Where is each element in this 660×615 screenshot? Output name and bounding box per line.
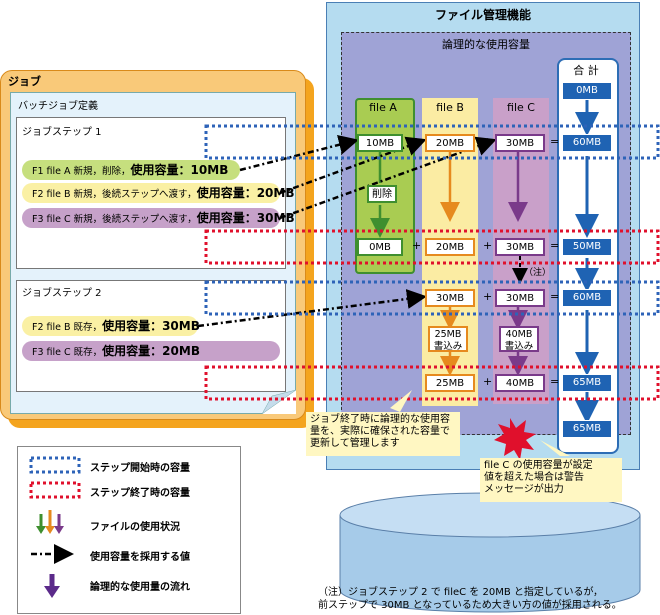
legend-label: 使用容量を採用する値 [90, 552, 190, 563]
adopt-arrow-file-a [239, 135, 359, 172]
legend-usage-arrows-icon [36, 510, 64, 534]
plus-sign: + [483, 239, 493, 252]
job-step-2-label: ジョブステップ 2 [22, 288, 102, 299]
legend-step-end-icon [29, 481, 81, 499]
entry-usage: 使用容量：20MB [196, 186, 295, 200]
file-b-title: file B [436, 101, 464, 114]
file-c-value: 30MB [495, 134, 545, 152]
entry-usage: 使用容量：30MB [196, 211, 295, 225]
file-a-delete: 削除 [367, 185, 397, 203]
total-value: 50MB [562, 238, 612, 256]
equals-sign: = [550, 239, 560, 252]
legend-label: ステップ開始時の容量 [90, 463, 190, 474]
total-value: 0MB [562, 82, 612, 100]
legend-step-start-icon [29, 456, 81, 474]
step1-file-b-entry: F2 file B 新規，後続ステップへ渡す，使用容量：20MB [22, 183, 294, 203]
file-b-write: 25MB 書込み [428, 326, 468, 352]
entry-usage: 使用容量：30MB [102, 319, 200, 333]
plus-sign: + [412, 135, 422, 148]
plus-sign: + [483, 375, 493, 388]
step2-file-c-entry: F3 file C 既存，使用容量：20MB [22, 341, 280, 361]
legend-label: ファイルの使用状況 [90, 522, 180, 533]
total-value: 65MB [562, 374, 612, 392]
footnote: （注）ジョブステップ 2 で fileC を 20MB と指定しているが， 前ス… [318, 587, 622, 611]
note-marker: （注） [524, 268, 552, 278]
step2-file-b-entry: F2 file B 既存，使用容量：30MB [22, 316, 200, 336]
equals-sign: = [550, 290, 560, 303]
total-title: 合 計 [573, 64, 599, 77]
equals-sign: = [550, 135, 560, 148]
adopt-arrow-step2-file-b [197, 289, 427, 328]
total-value: 60MB [562, 134, 612, 152]
job-step-2 [16, 280, 286, 392]
file-b-value: 25MB [425, 374, 475, 392]
plus-sign: + [412, 239, 422, 252]
file-a-value: 10MB [357, 134, 403, 152]
legend-label: ステップ終了時の容量 [90, 488, 190, 499]
entry-usage: 使用容量：20MB [102, 344, 200, 358]
batch-job-title: バッチジョブ定義 [18, 101, 98, 112]
legend-icons [29, 456, 81, 598]
job-end-callout: ジョブ終了時に論理的な使用容 量を、実際に確保された容量で 更新して管理します [306, 412, 460, 456]
entry-usage: 使用容量：10MB [130, 163, 229, 177]
legend-logical-flow-icon [44, 574, 60, 598]
entry-text: F2 file B 新規，後続ステップへ渡す， [32, 189, 197, 200]
file-a-title: file A [369, 101, 397, 114]
file-c-value: 30MB [495, 238, 545, 256]
step2-start-box [204, 280, 660, 316]
job-title: ジョブ [8, 75, 41, 88]
page-curl-icon [262, 390, 296, 414]
entry-text: F3 file C 新規，後続ステップへ渡す， [32, 214, 197, 225]
plus-sign: + [483, 135, 493, 148]
file-c-title: file C [507, 101, 535, 114]
total-value: 60MB [562, 289, 612, 307]
callout-pointer [540, 440, 570, 456]
callout-pointer [390, 390, 412, 412]
entry-text: F1 file A 新規，削除， [32, 166, 131, 177]
legend-label: 論理的な使用量の流れ [90, 582, 190, 593]
entry-text: F2 file B 既存， [32, 322, 103, 333]
file-management-title: ファイル管理機能 [434, 8, 531, 22]
file-b-value: 20MB [425, 134, 475, 152]
step1-file-a-entry: F1 file A 新規，削除，使用容量：10MB [22, 160, 240, 180]
file-a-value: 0MB [357, 238, 403, 256]
plus-sign: + [483, 290, 493, 303]
entry-text: F3 file C 既存， [32, 347, 103, 358]
equals-sign: = [550, 375, 560, 388]
file-c-value: 30MB [495, 289, 545, 307]
step1-file-c-entry: F3 file C 新規，後続ステップへ渡す，使用容量：30MB [22, 208, 295, 228]
total-value: 65MB [562, 420, 612, 438]
step1-start-box [204, 124, 660, 160]
logical-usage-title: 論理的な使用容量 [442, 38, 530, 51]
file-c-write: 40MB 書込み [499, 326, 539, 352]
step1-end-box [204, 229, 660, 265]
warning-burst-icon [494, 418, 536, 460]
step2-end-box [204, 365, 660, 401]
adopt-arrow-file-c [279, 136, 497, 220]
file-b-value: 20MB [425, 238, 475, 256]
file-c-value: 40MB [495, 374, 545, 392]
job-step-1-label: ジョブステップ 1 [22, 127, 102, 138]
file-b-value: 30MB [425, 289, 475, 307]
warning-callout: file C の使用容量が設定 値を超えた場合は警告 メッセージが出力 [480, 458, 622, 502]
